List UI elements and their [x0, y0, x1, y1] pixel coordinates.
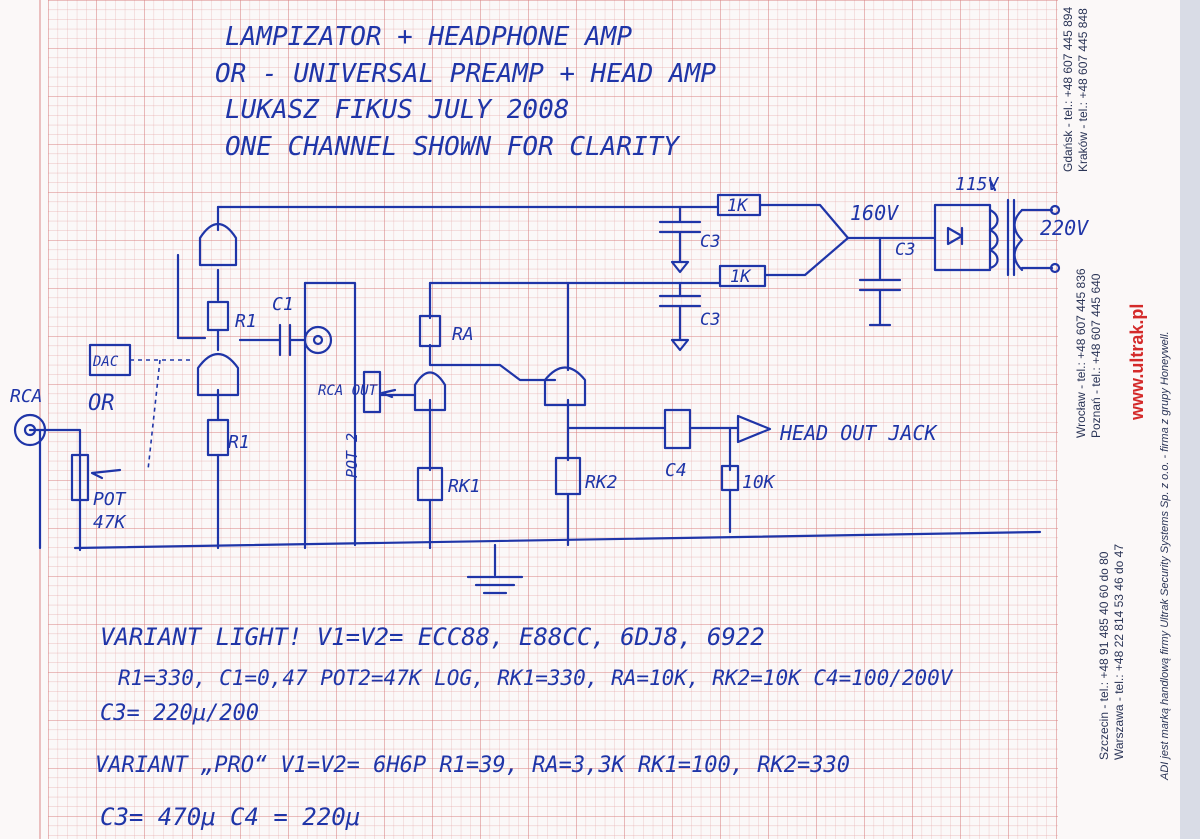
label-pot: POT	[93, 489, 127, 510]
note-pro-caps: C3= 470μ C4 = 220μ	[100, 803, 360, 831]
note-light-values: R1=330, C1=0,47 POT2=47K LOG, RK1=330, R…	[118, 666, 954, 690]
rca-in-jack	[13, 413, 47, 447]
margin-print: Gdańsk - tel.: +48 607 445 894 Kraków - …	[1061, 7, 1171, 781]
label-rca-in: RCA	[10, 386, 43, 407]
margin-krakow: Kraków - tel.: +48 607 445 848	[1076, 8, 1090, 172]
label-1k-top: 1K	[727, 196, 749, 216]
margin-szczecin: Szczecin - tel.: +48 91 485 40 60 do 80	[1097, 551, 1111, 760]
pot-2	[362, 370, 382, 414]
label-c1: C1	[272, 294, 294, 315]
website-link[interactable]: www.ultrak.pl	[1127, 304, 1147, 421]
resistor-rk2	[554, 456, 582, 496]
margin-poznan: Poznań - tel.: +48 607 445 640	[1089, 273, 1103, 438]
label-ra: RA	[452, 324, 474, 345]
note-variant-pro: VARIANT „PRO“ V1=V2= 6H6P R1=39, RA=3,3K…	[95, 753, 850, 778]
margin-gdansk: Gdańsk - tel.: +48 607 445 894	[1061, 7, 1075, 172]
resistor-1k-top	[716, 193, 762, 217]
label-pot2: POT 2	[343, 433, 361, 478]
resistor-r1-upper	[206, 300, 230, 332]
label-c3-c: C3	[895, 240, 915, 260]
margin-wroclaw: Wrocław - tel.: +48 607 445 836	[1074, 268, 1088, 438]
capacitor-c1	[278, 323, 292, 357]
label-rca-out: RCA OUT	[318, 383, 379, 399]
label-160v: 160V	[850, 201, 899, 225]
tube-v1-bottom	[196, 352, 240, 397]
label-r1-lower: R1	[228, 432, 250, 453]
title-line-3: LUKASZ FIKUS JULY 2008	[225, 95, 569, 125]
tube-v1-top	[198, 222, 238, 267]
label-dac: DAC	[92, 354, 119, 370]
margin-warszawa: Warszawa - tel.: +48 22 814 53 46 do 47	[1112, 544, 1126, 760]
title-line-1: LAMPIZATOR + HEADPHONE AMP	[225, 22, 632, 52]
label-head-out: HEAD OUT JACK	[779, 421, 938, 445]
label-or: OR	[88, 391, 115, 416]
resistor-ra	[418, 314, 442, 348]
label-rk1: RK1	[448, 476, 481, 497]
pot-input	[70, 453, 90, 502]
title-line-2: OR - UNIVERSAL PREAMP + HEAD AMP	[215, 59, 716, 89]
capacitor-c4	[663, 408, 692, 450]
note-variant-light: VARIANT LIGHT! V1=V2= ECC88, E88CC, 6DJ8…	[100, 623, 765, 651]
page-edge-shadow	[1180, 0, 1200, 839]
resistor-r1-lower	[206, 418, 230, 457]
label-c3-b: C3	[700, 310, 720, 330]
label-rk2: RK2	[585, 472, 618, 493]
schematic-components	[13, 193, 1061, 502]
label-c4: C4	[665, 460, 687, 481]
tube-v2-right	[543, 366, 587, 407]
title-line-4: ONE CHANNEL SHOWN FOR CLARITY	[225, 132, 681, 162]
label-pot-value: 47K	[93, 512, 127, 533]
resistor-1k-mid	[718, 264, 767, 288]
resistor-rk1	[416, 466, 444, 502]
label-1k-mid: 1K	[730, 267, 752, 287]
dac-box	[88, 343, 132, 377]
schematic-wires	[28, 178, 1054, 595]
resistor-10k	[720, 464, 740, 492]
label-r1-upper: R1	[235, 311, 257, 332]
margin-adi-notice: ADI jest marką handlową firmy Ultrak Sec…	[1159, 331, 1171, 781]
label-115v: 115V	[955, 174, 1000, 195]
label-c3-a: C3	[700, 232, 720, 252]
note-c3-light: C3= 220μ/200	[100, 701, 259, 726]
rca-out-jack	[303, 325, 333, 355]
head-out-arrow	[736, 414, 772, 444]
label-10k: 10K	[742, 472, 776, 493]
tube-v2-left	[413, 371, 447, 412]
label-220v: 220V	[1040, 216, 1089, 240]
